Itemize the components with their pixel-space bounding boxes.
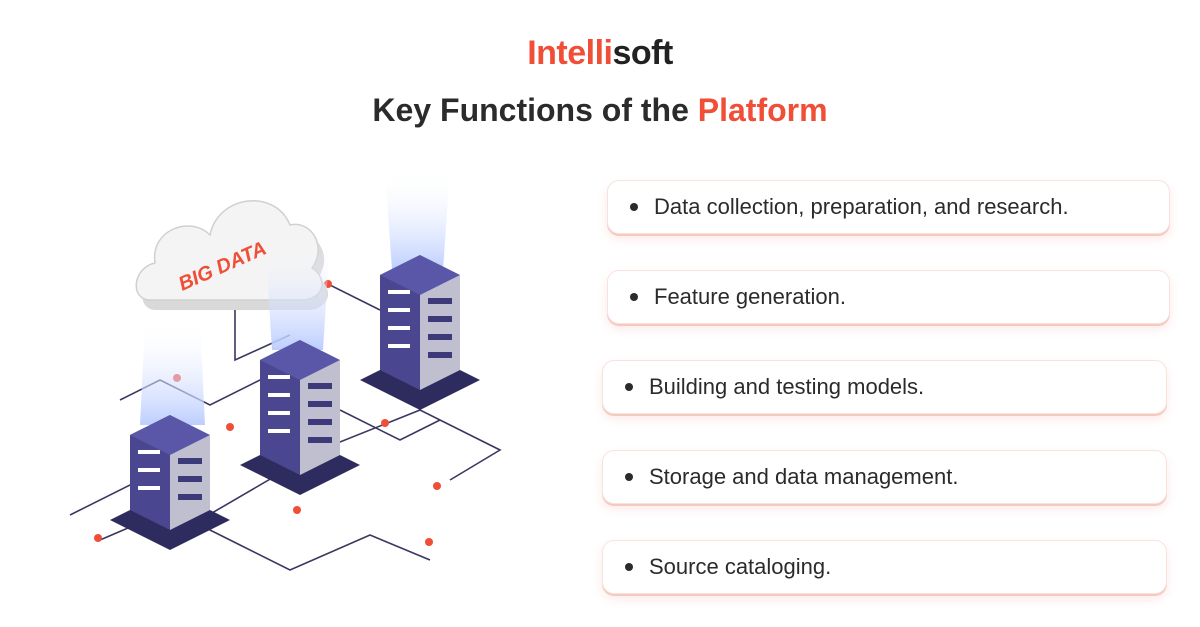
server-rack-right [360,170,480,410]
function-text: Building and testing models. [649,374,925,399]
big-data-server-illustration: BIG DATA [69,170,502,571]
title-accent: Platform [697,92,828,128]
logo-part-soft: soft [612,34,673,72]
logo-part-intelli: Intelli [527,34,613,72]
function-item: Storage and data management. [602,450,1167,504]
page-title: Key Functions of the Platform [0,92,1200,129]
function-text: Data collection, preparation, and resear… [654,194,1069,219]
server-rack-left [110,320,230,550]
bullet-icon [630,293,638,301]
brand-logo: Intellisoft [0,34,1200,73]
function-item: Building and testing models. [602,360,1167,414]
function-item: Data collection, preparation, and resear… [607,180,1170,234]
function-text: Feature generation. [654,284,847,309]
bullet-icon [625,383,633,391]
function-text: Source cataloging. [649,554,832,579]
bullet-icon [625,563,633,571]
bullet-icon [625,473,633,481]
title-prefix: Key Functions of the [372,92,698,128]
function-item: Feature generation. [607,270,1170,324]
function-text: Storage and data management. [649,464,959,489]
bullet-icon [630,203,638,211]
function-item: Source cataloging. [602,540,1167,594]
server-rack-middle [240,240,360,495]
